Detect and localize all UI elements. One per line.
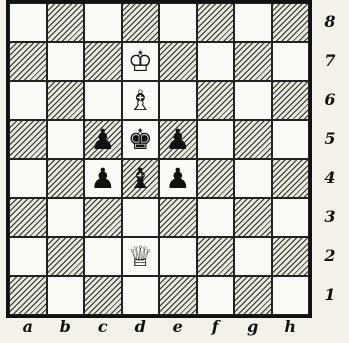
file-label-a: a bbox=[18, 317, 38, 336]
square-g8[interactable] bbox=[234, 3, 272, 42]
square-b4[interactable] bbox=[47, 159, 85, 198]
chess-board: ♔♗♟♚♟♟♝♟♕ bbox=[6, 0, 312, 318]
square-f4[interactable] bbox=[197, 159, 235, 198]
square-d6[interactable]: ♗ bbox=[122, 81, 160, 120]
square-g3[interactable] bbox=[234, 198, 272, 237]
square-d5[interactable]: ♚ bbox=[122, 120, 160, 159]
square-h1[interactable] bbox=[272, 276, 310, 315]
square-d3[interactable] bbox=[122, 198, 160, 237]
square-e1[interactable] bbox=[159, 276, 197, 315]
square-d1[interactable] bbox=[122, 276, 160, 315]
square-h3[interactable] bbox=[272, 198, 310, 237]
square-h6[interactable] bbox=[272, 81, 310, 120]
black-pawn-icon[interactable]: ♟ bbox=[85, 121, 121, 158]
rank-label-7: 7 bbox=[320, 51, 340, 70]
rank-label-4: 4 bbox=[320, 168, 340, 187]
square-c5[interactable]: ♟ bbox=[84, 120, 122, 159]
white-queen-icon[interactable]: ♕ bbox=[123, 238, 159, 275]
square-f6[interactable] bbox=[197, 81, 235, 120]
square-h4[interactable] bbox=[272, 159, 310, 198]
file-label-d: d bbox=[130, 317, 150, 336]
rank-label-5: 5 bbox=[320, 129, 340, 148]
file-label-h: h bbox=[280, 317, 300, 336]
square-e4[interactable]: ♟ bbox=[159, 159, 197, 198]
square-g6[interactable] bbox=[234, 81, 272, 120]
black-bishop-icon[interactable]: ♝ bbox=[123, 160, 159, 197]
rank-label-8: 8 bbox=[320, 12, 340, 31]
square-c3[interactable] bbox=[84, 198, 122, 237]
square-f7[interactable] bbox=[197, 42, 235, 81]
square-e5[interactable]: ♟ bbox=[159, 120, 197, 159]
file-label-g: g bbox=[243, 317, 263, 336]
black-king-icon[interactable]: ♚ bbox=[123, 121, 159, 158]
square-d8[interactable] bbox=[122, 3, 160, 42]
white-king-icon[interactable]: ♔ bbox=[123, 43, 159, 80]
black-pawn-icon[interactable]: ♟ bbox=[85, 160, 121, 197]
rank-label-6: 6 bbox=[320, 90, 340, 109]
square-f5[interactable] bbox=[197, 120, 235, 159]
square-c2[interactable] bbox=[84, 237, 122, 276]
square-e2[interactable] bbox=[159, 237, 197, 276]
square-f3[interactable] bbox=[197, 198, 235, 237]
square-e7[interactable] bbox=[159, 42, 197, 81]
square-a6[interactable] bbox=[9, 81, 47, 120]
square-f1[interactable] bbox=[197, 276, 235, 315]
square-c7[interactable] bbox=[84, 42, 122, 81]
square-a5[interactable] bbox=[9, 120, 47, 159]
square-f8[interactable] bbox=[197, 3, 235, 42]
square-g2[interactable] bbox=[234, 237, 272, 276]
square-a7[interactable] bbox=[9, 42, 47, 81]
rank-label-1: 1 bbox=[320, 285, 340, 304]
square-a1[interactable] bbox=[9, 276, 47, 315]
square-b2[interactable] bbox=[47, 237, 85, 276]
file-label-f: f bbox=[205, 317, 225, 336]
square-d7[interactable]: ♔ bbox=[122, 42, 160, 81]
square-g5[interactable] bbox=[234, 120, 272, 159]
square-b6[interactable] bbox=[47, 81, 85, 120]
square-e6[interactable] bbox=[159, 81, 197, 120]
rank-label-2: 2 bbox=[320, 246, 340, 265]
square-a8[interactable] bbox=[9, 3, 47, 42]
square-c6[interactable] bbox=[84, 81, 122, 120]
square-g7[interactable] bbox=[234, 42, 272, 81]
square-d2[interactable]: ♕ bbox=[122, 237, 160, 276]
square-a3[interactable] bbox=[9, 198, 47, 237]
square-h2[interactable] bbox=[272, 237, 310, 276]
square-d4[interactable]: ♝ bbox=[122, 159, 160, 198]
file-label-c: c bbox=[93, 317, 113, 336]
square-c4[interactable]: ♟ bbox=[84, 159, 122, 198]
square-e3[interactable] bbox=[159, 198, 197, 237]
square-h7[interactable] bbox=[272, 42, 310, 81]
square-g4[interactable] bbox=[234, 159, 272, 198]
square-h5[interactable] bbox=[272, 120, 310, 159]
white-bishop-icon[interactable]: ♗ bbox=[123, 82, 159, 119]
square-e8[interactable] bbox=[159, 3, 197, 42]
square-b1[interactable] bbox=[47, 276, 85, 315]
square-c8[interactable] bbox=[84, 3, 122, 42]
square-a4[interactable] bbox=[9, 159, 47, 198]
file-label-e: e bbox=[168, 317, 188, 336]
square-b3[interactable] bbox=[47, 198, 85, 237]
square-b8[interactable] bbox=[47, 3, 85, 42]
square-g1[interactable] bbox=[234, 276, 272, 315]
rank-label-3: 3 bbox=[320, 207, 340, 226]
square-b7[interactable] bbox=[47, 42, 85, 81]
black-pawn-icon[interactable]: ♟ bbox=[160, 121, 196, 158]
file-label-b: b bbox=[55, 317, 75, 336]
square-h8[interactable] bbox=[272, 3, 310, 42]
black-pawn-icon[interactable]: ♟ bbox=[160, 160, 196, 197]
square-b5[interactable] bbox=[47, 120, 85, 159]
square-c1[interactable] bbox=[84, 276, 122, 315]
square-a2[interactable] bbox=[9, 237, 47, 276]
board-grid: ♔♗♟♚♟♟♝♟♕ bbox=[9, 3, 309, 315]
square-f2[interactable] bbox=[197, 237, 235, 276]
